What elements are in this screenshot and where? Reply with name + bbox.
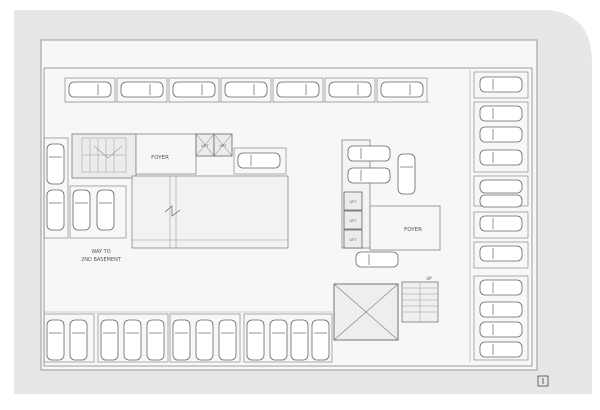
corner-stamp [537, 375, 549, 387]
top-row-cars [68, 81, 424, 98]
ramp-structure [131, 175, 289, 249]
top-parking-row [64, 77, 428, 103]
right-column-cars [479, 76, 523, 358]
ramp-lines [132, 176, 288, 248]
middle-lift-2 [343, 210, 363, 230]
foyer-parking-bay [233, 147, 287, 175]
middle-car-windshields [360, 148, 413, 265]
middle-lift-3 [343, 229, 363, 249]
left-core [71, 133, 137, 179]
right-staircase-steps [402, 282, 438, 322]
way-to-label-1: WAY TO [91, 249, 110, 255]
middle-lift-label-2: LIFT [349, 219, 357, 223]
void-cross [333, 283, 399, 341]
middle-cars [347, 145, 416, 268]
left-parking-block [43, 137, 127, 239]
left-foyer-label: FOYER [151, 155, 169, 161]
bottom-row-cars [46, 319, 330, 361]
right-foyer-label: FOYER [404, 227, 422, 233]
middle-lift-1 [343, 191, 363, 211]
middle-lift-label-3: LIFT [349, 238, 357, 242]
left-lift-cross-marks [195, 133, 233, 157]
left-foyer [135, 133, 197, 175]
foyer-car [237, 152, 281, 169]
left-lift-label-2: LIFT [219, 144, 227, 148]
left-block-windshields [49, 156, 112, 204]
right-foyer [369, 205, 441, 251]
top-row-windshields [97, 84, 411, 95]
middle-lift-label-1: LIFT [349, 200, 357, 204]
left-lift-label-1: LIFT [201, 144, 209, 148]
left-block-cars [46, 143, 115, 231]
way-to-label-2: 2ND BASEMENT [81, 257, 122, 263]
bottom-parking-row [43, 313, 333, 363]
left-staircase [81, 137, 127, 173]
up-label: UP [426, 276, 432, 281]
